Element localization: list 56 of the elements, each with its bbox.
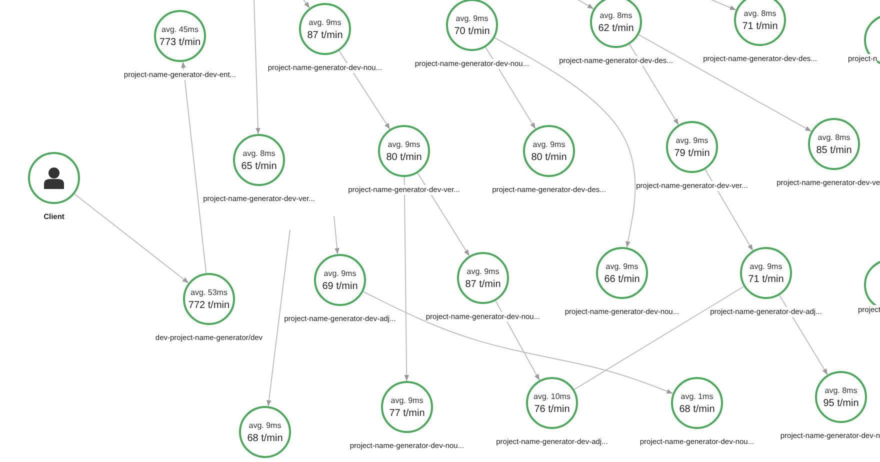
latency-text: avg. 8ms xyxy=(824,384,858,396)
throughput-text: 80 t/min xyxy=(386,150,422,164)
connector-arrow xyxy=(704,168,754,252)
latency-text: avg. 10ms xyxy=(534,390,570,402)
throughput-text: 68 t/min xyxy=(679,402,715,416)
latency-text: avg. 9ms xyxy=(456,12,488,24)
connector-arrow xyxy=(417,172,470,256)
throughput-text: 79 t/min xyxy=(674,146,710,160)
connector-arrow xyxy=(778,294,828,376)
throughput-text: 70 t/min xyxy=(454,24,490,38)
throughput-text: 772 t/min xyxy=(188,298,230,312)
connector-arrow xyxy=(494,37,636,248)
throughput-text: 71 t/min xyxy=(748,272,784,286)
throughput-text: 77 t/min xyxy=(389,406,425,420)
latency-text: avg. 1ms xyxy=(680,390,714,402)
latency-text: avg. 8ms xyxy=(600,10,632,22)
connector-arrow xyxy=(338,50,390,130)
throughput-text: 773 t/min xyxy=(159,36,201,48)
throughput-text: 69 t/min xyxy=(322,280,358,292)
throughput-text: 85 t/min xyxy=(816,144,852,156)
connector-arrow xyxy=(495,300,540,381)
latency-text: avg. 9ms xyxy=(248,420,282,432)
latency-text: avg. 8ms xyxy=(242,148,276,160)
latency-text: avg. 9ms xyxy=(324,268,356,280)
connector-arrow xyxy=(74,194,189,284)
connector-arrow xyxy=(629,44,679,126)
latency-text: avg. 9ms xyxy=(750,260,782,272)
connector-arrow xyxy=(404,176,410,382)
throughput-text: 87 t/min xyxy=(465,278,501,290)
throughput-text: 68 t/min xyxy=(247,432,283,444)
connector-arrow xyxy=(485,46,536,130)
throughput-text: 66 t/min xyxy=(604,272,640,286)
latency-text: avg. 9ms xyxy=(532,138,566,150)
latency-text: avg. 9ms xyxy=(606,260,638,272)
latency-text: avg. 8ms xyxy=(744,8,776,20)
latency-text: avg. 9ms xyxy=(388,138,420,150)
latency-text: avg. 9ms xyxy=(308,16,342,28)
connector-arrow xyxy=(266,230,290,407)
connector-arrow xyxy=(334,216,340,255)
throughput-text: 87 t/min xyxy=(307,28,343,42)
latency-text: avg. 45ms xyxy=(162,24,198,36)
connector-arrow xyxy=(362,291,674,394)
throughput-text: 76 t/min xyxy=(534,402,570,416)
throughput-text: 65 t/min xyxy=(241,160,277,172)
latency-text: avg. 9ms xyxy=(390,394,424,406)
throughput-text: 62 t/min xyxy=(598,22,634,34)
latency-text: avg. 8ms xyxy=(818,132,850,144)
connector-arrow xyxy=(181,61,207,274)
latency-text: avg. 9ms xyxy=(676,134,708,146)
throughput-text: 80 t/min xyxy=(531,150,567,164)
throughput-text: 71 t/min xyxy=(742,20,778,32)
latency-text: avg. 53ms xyxy=(190,286,228,298)
connector-arrow xyxy=(638,34,812,132)
throughput-text: 95 t/min xyxy=(823,396,859,410)
latency-text: avg. 9ms xyxy=(466,266,500,278)
connector-arrow xyxy=(254,0,260,135)
